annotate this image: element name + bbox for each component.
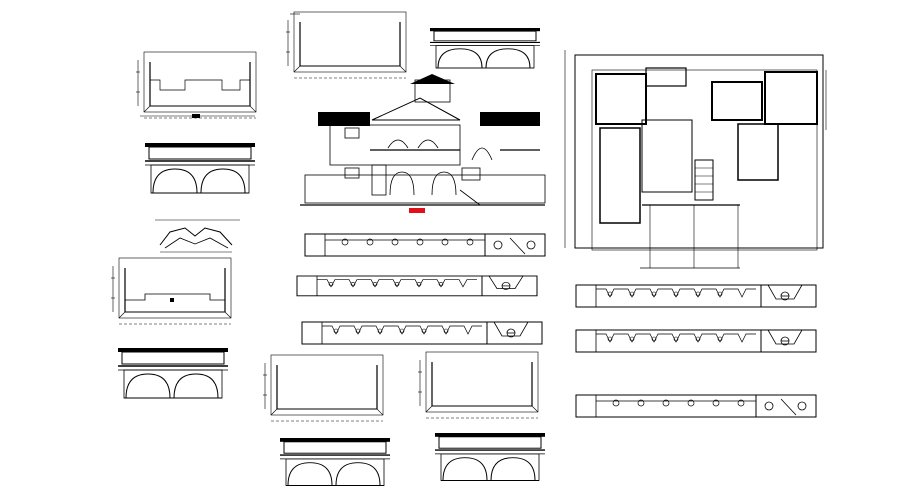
plan-view-bottom-1 xyxy=(262,354,384,422)
red-marker xyxy=(409,208,425,213)
arch-elevation-bottom-1 xyxy=(279,437,391,487)
plan-view-top-left xyxy=(135,51,257,119)
plan-view-bottom-2 xyxy=(417,351,539,419)
arch-elevation-left-1 xyxy=(144,142,256,194)
section-strip-4 xyxy=(575,284,817,308)
section-strip-1 xyxy=(304,233,546,257)
section-strip-3 xyxy=(301,321,543,345)
arch-elevation-left-2 xyxy=(117,347,229,399)
arch-elevation-bottom-2 xyxy=(434,432,546,482)
small-profile-detail xyxy=(155,219,240,253)
section-strip-6 xyxy=(575,394,817,418)
arch-elevation-top-center xyxy=(429,27,541,69)
section-strip-2 xyxy=(296,275,538,297)
plan-view-top-middle xyxy=(285,11,407,79)
plan-view-mid-left xyxy=(110,257,232,325)
house-front-elevation xyxy=(300,74,546,213)
floor-plan xyxy=(564,50,827,269)
section-strip-5 xyxy=(575,329,817,353)
